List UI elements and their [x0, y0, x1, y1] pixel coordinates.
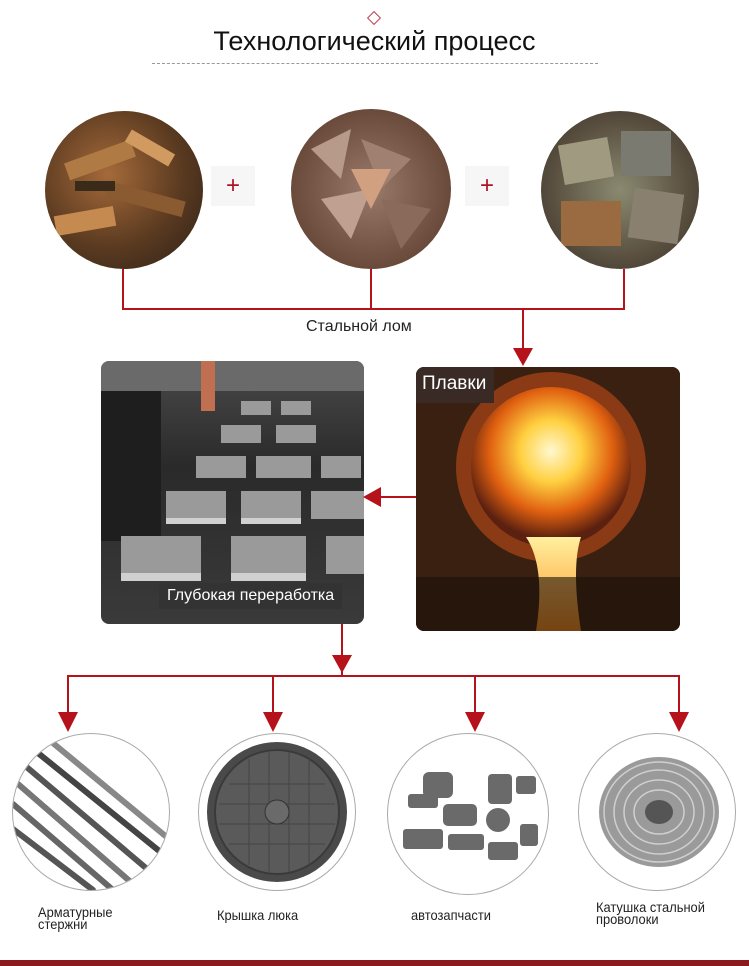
auto-parts-illustration — [403, 772, 538, 860]
title-divider — [152, 63, 598, 64]
connector-line — [122, 308, 625, 310]
steel-scrap-label: Стальной лом — [306, 318, 412, 335]
plus-icon: + — [225, 172, 240, 199]
scrap-image-2 — [291, 109, 451, 269]
manhole-illustration — [207, 742, 347, 882]
wire-coil-illustration — [599, 757, 719, 867]
processing-label: Глубокая переработка — [167, 587, 335, 604]
connector-line — [67, 675, 680, 677]
molds-illustration — [101, 361, 364, 581]
arrow-left-icon — [363, 487, 381, 507]
processing-photo: Глубокая переработка — [101, 361, 364, 624]
scrap-texture-3 — [557, 131, 685, 246]
processing-tag: Глубокая переработка — [159, 583, 343, 609]
arrow-down-icon — [263, 712, 283, 732]
melting-tag: Плавки — [416, 367, 495, 403]
page-title: Технологический процесс — [213, 26, 536, 56]
diamond-outline-icon — [366, 10, 382, 26]
ladle-illustration — [416, 367, 680, 631]
arrow-down-icon — [332, 655, 352, 673]
rebar-illustration — [13, 736, 169, 890]
footer-bar — [0, 960, 749, 966]
label-line: Арматурные — [38, 904, 113, 920]
scrap-image-3 — [541, 111, 699, 269]
manhole-cover-icon — [198, 733, 356, 891]
plus-sign-1: + — [211, 166, 255, 206]
scrap-image-1 — [45, 111, 203, 269]
connector-line — [67, 675, 69, 715]
product-label-wire: Катушка стальной проволоки — [596, 899, 705, 927]
melting-photo: Плавки — [416, 367, 680, 631]
label-line: стержни — [38, 916, 88, 932]
melting-label: Плавки — [422, 373, 487, 394]
connector-line — [623, 269, 625, 309]
connector-line — [370, 269, 372, 309]
label-line: Крышка люка — [217, 907, 299, 923]
arrow-down-icon — [58, 712, 78, 732]
connector-line — [678, 675, 680, 715]
plus-sign-2: + — [465, 166, 509, 206]
connector-line — [341, 624, 343, 676]
rebar-icon — [12, 733, 170, 891]
product-label-auto-parts: автозапчасти — [411, 907, 491, 923]
label-line: проволоки — [596, 911, 659, 927]
arrow-down-icon — [465, 712, 485, 732]
product-label-rebar: Арматурные стержни — [38, 904, 113, 932]
label-line: Катушка стальной — [596, 899, 705, 915]
connector-line — [474, 675, 476, 715]
label-line: автозапчасти — [411, 907, 491, 923]
wire-coil-icon — [578, 733, 736, 891]
scrap-texture-1 — [53, 129, 186, 237]
scrap-texture-2 — [311, 129, 431, 249]
connector-line — [522, 309, 524, 357]
plus-icon: + — [479, 172, 494, 199]
connector-line — [272, 675, 274, 715]
arrow-down-icon — [669, 712, 689, 732]
product-label-manhole: Крышка люка — [217, 907, 299, 923]
connector-line — [122, 269, 124, 309]
connector-line — [378, 496, 416, 498]
arrow-down-icon — [513, 348, 533, 366]
auto-parts-icon — [387, 733, 549, 895]
